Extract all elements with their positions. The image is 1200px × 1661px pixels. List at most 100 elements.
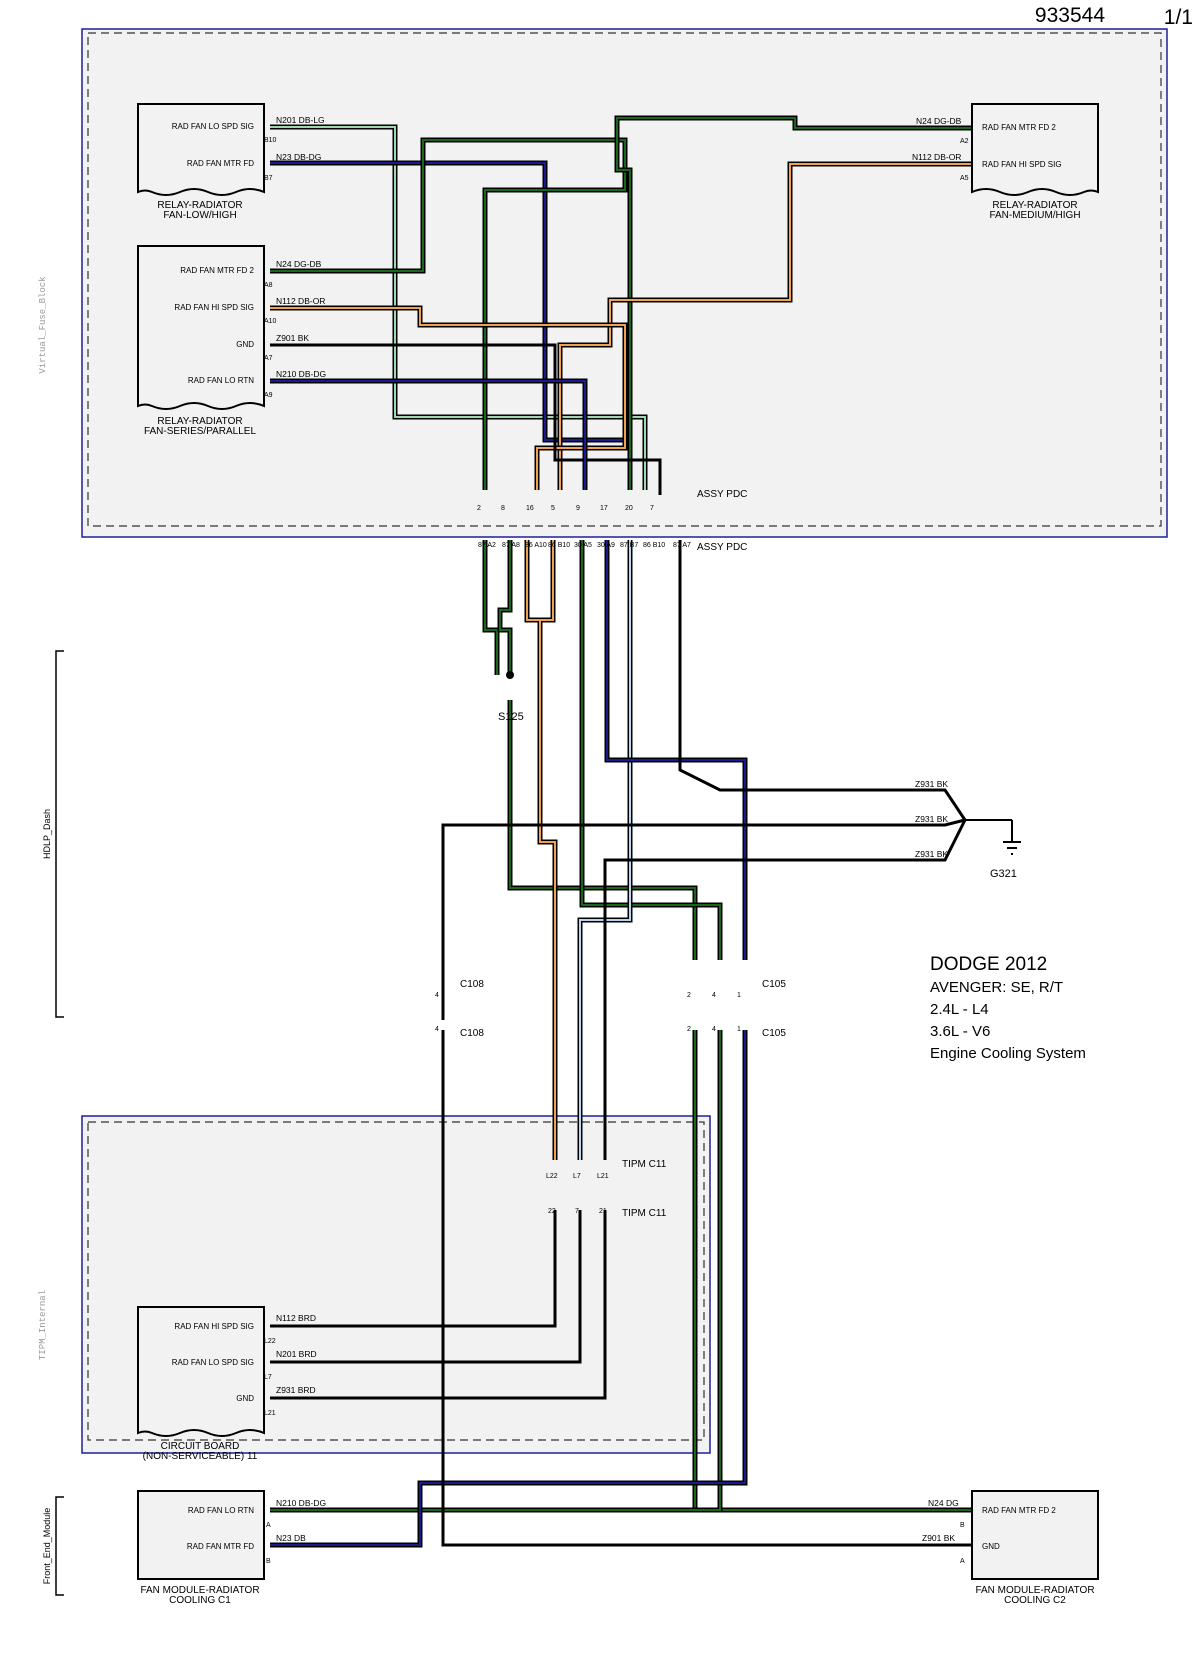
component-name: COOLING C1 [169,1595,231,1606]
tipm-pin: L22 [546,1173,558,1180]
pdc-pin: 7 [650,505,654,512]
pin-label: A [266,1522,271,1529]
wire-label: N24 DG-DB [276,259,322,269]
pdc-pin: 87 B7 [620,542,638,549]
ground-wire-label: Z931 BK [915,849,948,859]
pdc-pin: 17 [600,505,608,512]
signal-label: RAD FAN MTR FD [187,159,254,168]
component-name: COOLING C2 [1004,1595,1066,1606]
pdc-pin: 86 B10 [548,542,570,549]
c108-pin: 4 [435,992,439,999]
pin-label: L21 [264,1410,276,1417]
circuit-board-non-serviceable: RAD FAN HI SPD SIG RAD FAN LO SPD SIG GN… [137,1306,317,1462]
front-end-module-bracket: Front_End_Module [42,1496,64,1596]
c105-pin: 4 [712,1026,716,1033]
ground-label: G321 [990,868,1017,880]
component-name: RELAY-RADIATOR [992,200,1077,211]
component-name: RELAY-RADIATOR [157,200,242,211]
tipm-pin: 21 [599,1208,607,1215]
doc-number: 933544 [1035,4,1105,27]
pdc-pin: 2 [477,505,481,512]
ground-wire-label: Z931 BK [915,814,948,824]
section-label-hdlp-dash: HDLP_Dash [42,809,52,859]
assy-pdc-lower: ASSY PDC 87 A2 87 A8 86 A10 86 B10 30 A5… [478,542,747,553]
signal-label: RAD FAN MTR FD 2 [982,123,1056,132]
wire-c105-2-to-fan-c2 [692,1030,972,1513]
title-block: DODGE 2012 AVENGER: SE, R/T 2.4L - L4 3.… [930,954,1086,1062]
splice-label: S125 [498,711,524,723]
signal-label: RAD FAN MTR FD 2 [982,1506,1056,1515]
signal-label: RAD FAN LO SPD SIG [172,1358,254,1367]
pin-label: A9 [264,392,273,399]
fan-module-radiator-cooling-c2: RAD FAN MTR FD 2 GND B A N24 DG Z901 BK … [922,1490,1099,1606]
wire-label: Z901 BK [922,1533,955,1543]
wire-z931-to-g321 [441,540,967,1160]
tipm-label: TIPM C11 [622,1159,667,1170]
tipm-pin: 7 [575,1208,579,1215]
signal-label: GND [236,340,254,349]
model: AVENGER: SE, R/T [930,979,1063,996]
pdc-label: ASSY PDC [697,489,747,500]
signal-label: RAD FAN MTR FD [187,1542,254,1551]
tipm-pin: 22 [548,1208,556,1215]
c108-label: C108 [460,979,484,990]
c108-pin: 4 [435,1026,439,1033]
connector-c108: C108 C108 4 4 [435,979,484,1039]
tipm-pin: L7 [573,1173,581,1180]
c105-pin: 2 [687,1026,691,1033]
c105-label: C105 [762,1028,786,1039]
relay-radiator-fan-medium-high: RAD FAN MTR FD 2 RAD FAN HI SPD SIG A2 A… [912,103,1099,221]
pdc-pin: 5 [551,505,555,512]
pdc-pin: 20 [625,505,633,512]
fan-module-radiator-cooling-c1: RAD FAN LO RTN RAD FAN MTR FD A B N210 D… [137,1490,326,1606]
page-number: 1/1 [1164,6,1193,29]
section-label-front-end-module: Front_End_Module [42,1508,52,1585]
pin-label: B [960,1522,965,1529]
wire-label: N210 DB-DG [276,369,326,379]
engine1: 2.4L - L4 [930,1001,989,1018]
pin-label: A8 [264,282,273,289]
signal-label: RAD FAN HI SPD SIG [174,1322,254,1331]
make-year: DODGE 2012 [930,954,1047,975]
pdc-pin: 87 A2 [478,542,496,549]
signal-label: RAD FAN HI SPD SIG [174,303,254,312]
pdc-pin: 9 [576,505,580,512]
c105-pin: 1 [737,992,741,999]
wire-z901-gnd [270,343,662,495]
pdc-pin: 87 A8 [502,542,520,549]
connector-tipm-c11: TIPM C11 TIPM C11 L22 L7 L21 22 7 21 [546,1159,667,1219]
wire-label: N23 DB-DG [276,152,321,162]
c105-pin: 4 [712,992,716,999]
pdc-pin: 16 [526,505,534,512]
splice-s125: S125 [498,671,524,723]
wire-pdc-to-s125-b [497,540,513,675]
pdc-pin: 30 A9 [597,542,615,549]
pin-label: L22 [264,1338,276,1345]
wire-n210-lo-rtn [270,378,588,490]
pin-label: B10 [264,137,277,144]
component-name: FAN-LOW/HIGH [163,210,236,221]
tipm-label: TIPM C11 [622,1208,667,1219]
pin-label: A [960,1558,965,1565]
signal-label: GND [236,1394,254,1403]
wire-n201-lo-spd-sig [270,124,648,490]
wire-n112-series-parallel [270,305,628,490]
signal-label: RAD FAN HI SPD SIG [982,160,1062,169]
component-name: (NON-SERVICEABLE) 11 [143,1451,258,1462]
wire-n24-relay-feed [270,137,628,490]
pdc-pin: 30 A5 [574,542,592,549]
pin-label: L7 [264,1374,272,1381]
pdc-pin: 86 A10 [525,542,547,549]
wire-label: N24 DG [928,1498,959,1508]
component-name: RELAY-RADIATOR [157,416,242,427]
signal-label: RAD FAN MTR FD 2 [180,266,254,275]
component-name: FAN MODULE-RADIATOR [975,1585,1094,1596]
wire-label: N23 DB [276,1533,306,1543]
tipm-pin: L21 [597,1173,609,1180]
wire-label: N210 DB-DG [276,1498,326,1508]
ground-wire-label: Z931 BK [915,779,948,789]
section-label-virtual-fuse-block: Virtual_Fuse_Block [38,276,48,373]
pin-label: A5 [960,175,969,182]
component-name: CIRCUIT BOARD [161,1441,240,1452]
wire-c105-1-to-fan-c1-b [270,1030,748,1548]
